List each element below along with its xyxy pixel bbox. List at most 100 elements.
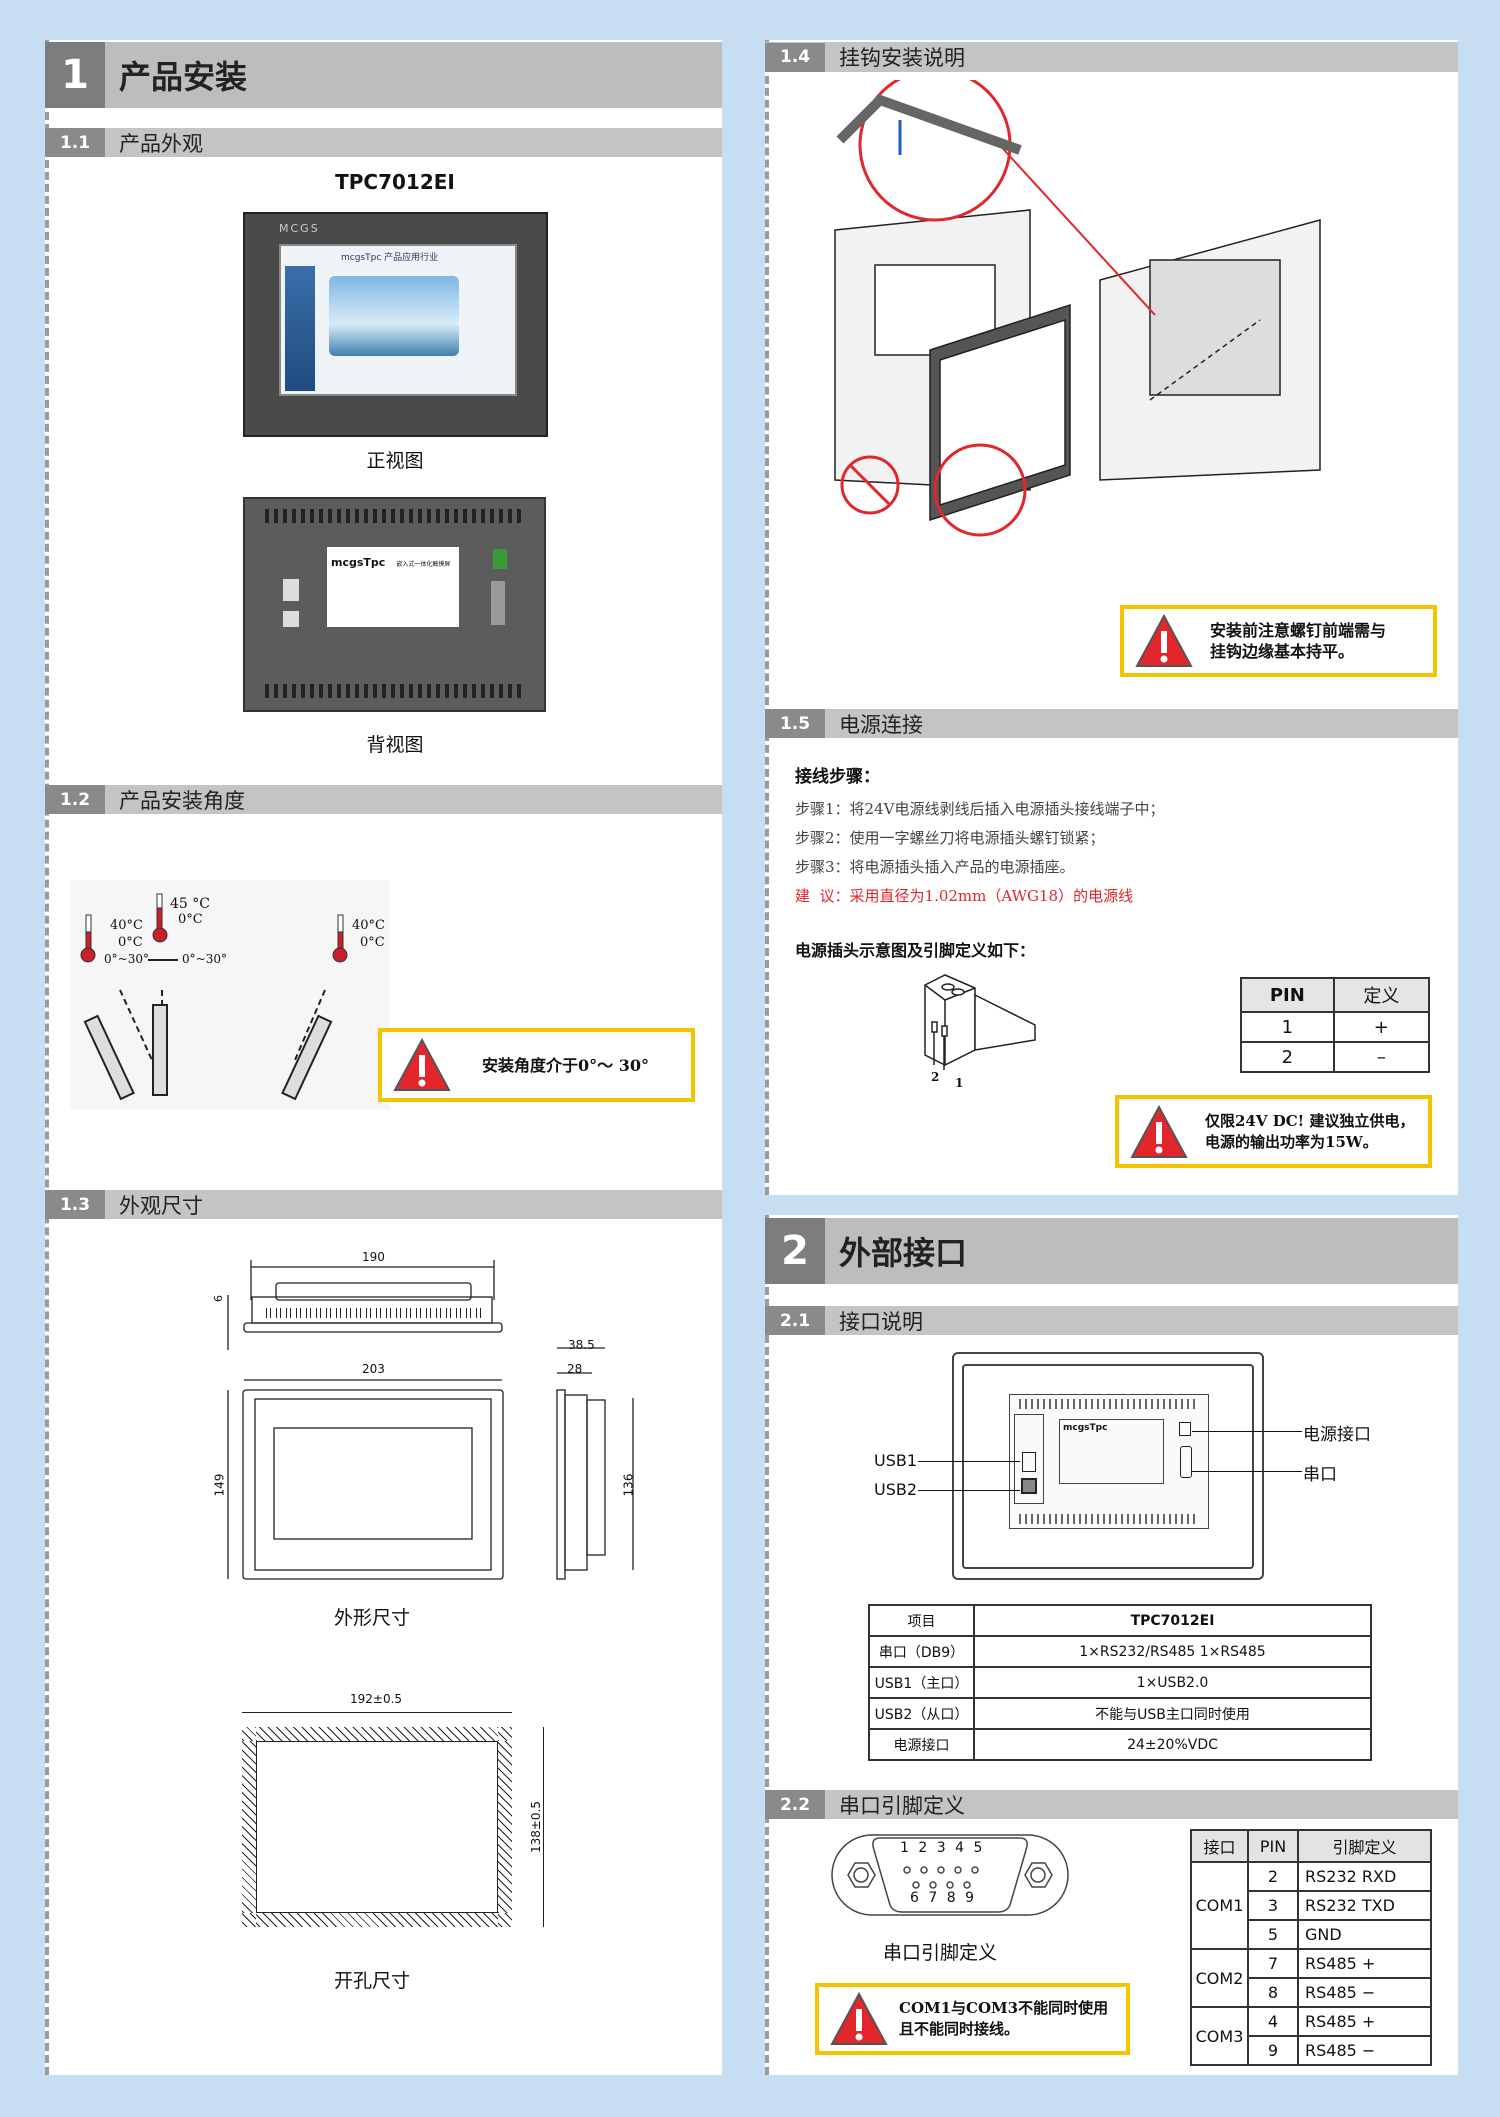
- cell: +: [1332, 1011, 1431, 1043]
- cell: –: [1332, 1041, 1431, 1073]
- usb2-port: [1021, 1478, 1037, 1494]
- cell: 3: [1247, 1890, 1299, 1921]
- label-usb1: USB1: [874, 1451, 918, 1470]
- power-plug-icon: [924, 974, 1036, 1070]
- warning-text: 安装角度介于0°～ 30°: [482, 1055, 649, 1075]
- label-power: 电源接口: [1303, 1425, 1371, 1445]
- warning-icon: [1135, 613, 1193, 667]
- col-header: 项目: [868, 1604, 975, 1637]
- warning-line: 且不能同时接线。: [899, 2020, 1020, 2038]
- pin-number: 4: [955, 1840, 965, 1856]
- screen-menu: [285, 266, 315, 391]
- table-row: USB2（从口）不能与USB主口同时使用: [868, 1697, 1372, 1730]
- pin-number: 9: [965, 1890, 975, 1906]
- label-usb2: USB2: [874, 1480, 918, 1499]
- plug-pin-label-1: 1: [955, 1076, 964, 1090]
- pin-number: 8: [946, 1890, 956, 1906]
- dim-top-width: 190: [362, 1250, 385, 1264]
- db9-bottom-numbers: 6 7 8 9: [910, 1890, 974, 1906]
- col-header: TPC7012EI: [973, 1604, 1372, 1637]
- leader-line: [1192, 1431, 1302, 1432]
- port-panel: [1014, 1414, 1044, 1504]
- table-row: 1+: [1240, 1011, 1431, 1043]
- plug-pin-label-2: 2: [931, 1070, 940, 1084]
- col-header: 引脚定义: [1297, 1829, 1432, 1863]
- step-3: 步骤3：将电源插头插入产品的电源插座。: [795, 858, 1075, 876]
- cell: RS485 +: [1297, 2006, 1432, 2037]
- cell: 电源接口: [868, 1728, 975, 1761]
- product-label: mcgsTpc 嵌入式一体化触摸屏: [327, 547, 459, 627]
- dim-front-height: 149: [212, 1473, 227, 1497]
- step-2: 步骤2：使用一字螺丝刀将电源插头螺钉锁紧；: [795, 829, 1105, 847]
- vent-holes: [1019, 1514, 1199, 1524]
- subsection-title: 挂钩安装说明: [839, 46, 965, 70]
- front-view-image: MCGS mcgsTpc 产品应用行业: [243, 212, 548, 437]
- thermo-center-high: 45 °C: [170, 896, 210, 912]
- outline-dimension-drawing: [227, 1260, 634, 1580]
- table-row: USB1（主口）1×USB2.0: [868, 1666, 1372, 1699]
- table-row: 2–: [1240, 1041, 1431, 1073]
- screen-title: mcgsTpc 产品应用行业: [341, 253, 439, 263]
- subsection-number: 1.2: [45, 785, 105, 814]
- subsection-number: 1.1: [45, 128, 105, 157]
- warning-icon: [393, 1037, 451, 1091]
- thermo-right-low: 0°C: [360, 935, 385, 950]
- warning-line: COM1与COM3不能同时使用: [899, 1999, 1109, 2017]
- subsection-title: 电源连接: [839, 712, 923, 737]
- cell: RS232 TXD: [1297, 1890, 1432, 1921]
- cell: 1: [1240, 1011, 1335, 1043]
- diagram-title: 电源插头示意图及引脚定义如下：: [795, 941, 1036, 960]
- warning-box-power: 仅限24V DC! 建议独立供电，电源的输出功率为15W。: [1115, 1095, 1432, 1168]
- cell: RS485 −: [1297, 2035, 1432, 2066]
- warning-text: COM1与COM3不能同时使用且不能同时接线。: [899, 1998, 1108, 2040]
- warning-line: 安装前注意螺钉前端需与: [1210, 621, 1387, 640]
- cell: USB2（从口）: [868, 1697, 975, 1730]
- serial-port: [1180, 1446, 1192, 1478]
- back-view-image: mcgsTpc 嵌入式一体化触摸屏: [243, 497, 546, 712]
- cell: USB1（主口）: [868, 1666, 975, 1699]
- cell: GND: [1297, 1919, 1432, 1950]
- cell: 5: [1247, 1919, 1299, 1950]
- col-header: 接口: [1190, 1829, 1249, 1863]
- section-number: 1: [45, 42, 105, 108]
- usb-port: [283, 611, 299, 627]
- subsection-title: 接口说明: [839, 1309, 923, 1334]
- rear-interface-diagram: mcgsTpc: [952, 1352, 1264, 1580]
- dim-front-width: 203: [362, 1362, 385, 1376]
- cell: 串口（DB9）: [868, 1635, 975, 1668]
- angle-left-label: 0°~30°: [104, 952, 149, 966]
- thermo-left-low: 0°C: [118, 935, 143, 950]
- section-number: 2: [765, 1218, 825, 1284]
- dim-side-depth: 38.5: [568, 1338, 595, 1352]
- pin-number: 7: [928, 1890, 938, 1906]
- brand-text: MCGS: [279, 222, 320, 235]
- model-title: TPC7012EI: [335, 170, 455, 194]
- vent-slots: [264, 1308, 484, 1318]
- subsection-header-1-4: 1.4 挂钩安装说明: [765, 42, 1458, 72]
- col-header: PIN: [1247, 1829, 1299, 1863]
- warning-text: 安装前注意螺钉前端需与挂钩边缘基本持平。: [1210, 620, 1386, 662]
- dim-side-height: 136: [621, 1473, 636, 1497]
- outline-caption: 外形尺寸: [333, 1607, 410, 1629]
- warning-icon: [830, 1991, 888, 2045]
- subsection-number: 1.4: [765, 42, 825, 72]
- port-cell: COM2: [1190, 1948, 1249, 2008]
- thermo-right-high: 40°C: [352, 918, 385, 933]
- col-header: PIN: [1240, 977, 1335, 1013]
- cell: 2: [1247, 1861, 1299, 1892]
- db9-connector-icon: [831, 1834, 1069, 1916]
- step-1: 步骤1：将24V电源线剥线后插入电源插头接线端子中；: [795, 800, 1165, 818]
- label-brand: mcgsTpc: [331, 556, 386, 569]
- dim-depth: 6: [212, 1295, 225, 1302]
- subsection-title: 产品安装角度: [119, 788, 245, 813]
- cut-width-line: [242, 1712, 512, 1713]
- subsection-header-1-2: 1.2 产品安装角度: [45, 785, 722, 814]
- pin-number: 3: [936, 1840, 946, 1856]
